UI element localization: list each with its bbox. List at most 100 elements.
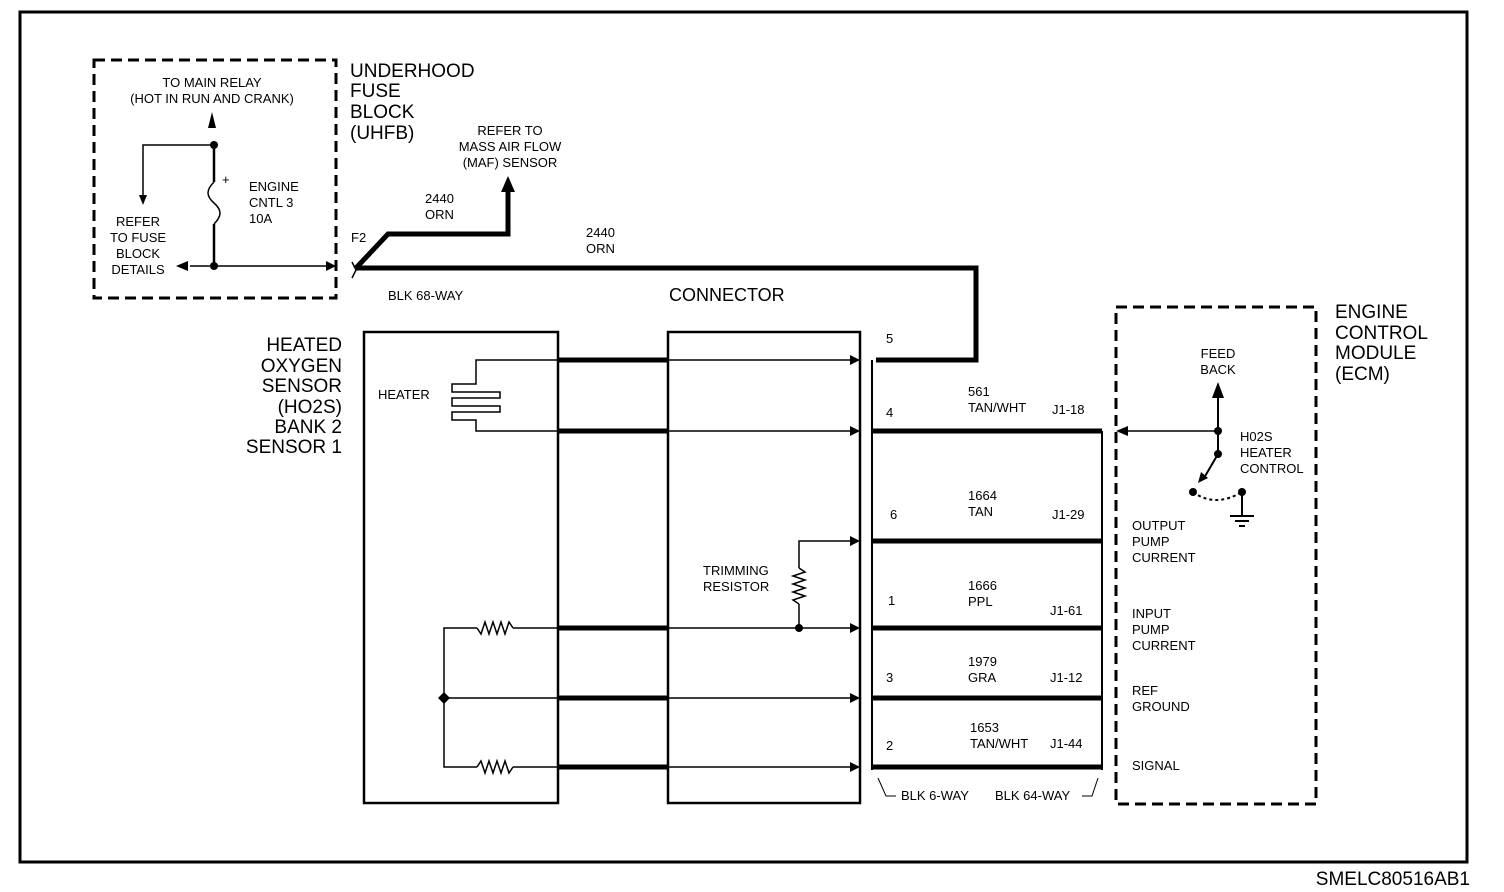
ecm-pin: J1-29 [1052,507,1085,522]
arrow-right-icon [850,536,860,546]
connector-box [666,330,862,805]
uhfb-title-4: (UHFB) [350,123,414,144]
ecm-pin: J1-61 [1050,603,1083,618]
ho2s-section: HEATED OXYGEN SENSOR (HO2S) BANK 2 SENSO… [246,330,862,805]
uhfb-title-1: UNDERHOOD [350,61,475,82]
input-pump-label-3: CURRENT [1132,638,1196,653]
refer-fuse-label-3: BLOCK [116,246,160,261]
maf-refer-3: (MAF) SENSOR [463,155,558,170]
resistor-icon [476,758,514,776]
main-wire: 2440 ORN [356,225,979,363]
maf-refer-1: REFER TO [477,123,542,138]
maf-refer-2: MASS AIR FLOW [459,139,562,154]
pin-number: 1 [888,593,895,608]
main-wire-color: ORN [586,241,615,256]
arrow-up-icon [501,176,515,192]
fuse-label-2: CNTL 3 [249,195,293,210]
uhfb-title-3: BLOCK [350,102,415,123]
wire-circuit: 1664 [968,488,997,503]
maf-wire [354,192,511,270]
feedback-label-2: BACK [1200,362,1236,377]
refer-fuse-label-2: TO FUSE [110,230,166,245]
wire [798,540,852,568]
orn-wire [356,265,979,363]
wire-circuit: 1979 [968,654,997,669]
fuse-label-1: ENGINE [249,179,299,194]
arrow-down-icon [139,195,147,205]
heater-control-label-1: H02S [1240,429,1273,444]
arrow-left-icon [176,261,188,271]
uhfb-section: UNDERHOOD FUSE BLOCK (UHFB) TO MAIN RELA… [92,58,475,303]
wire-color: TAN/WHT [968,400,1026,415]
arrow-right-icon [850,762,860,772]
input-pump-label-2: PUMP [1132,622,1170,637]
to-main-relay-label-2: (HOT IN RUN AND CRANK) [130,91,294,106]
pin-number: 4 [886,405,893,420]
wire-color: TAN [968,504,993,519]
arrow-up-icon [208,112,216,128]
arrow-right-icon [850,623,860,633]
to-main-relay-label-1: TO MAIN RELAY [162,75,262,90]
sensor-title-3: SENSOR [262,376,342,397]
connector-title: CONNECTOR [669,285,785,305]
sensor-to-connector-wires: TRIMMING RESISTOR [558,355,860,772]
ref-ground-label-1: REF [1132,683,1158,698]
arrow-right-icon [850,693,860,703]
arrow-right-icon [850,426,860,436]
sensor-title-4: (HO2S) [278,397,342,418]
fuse-label-3: 10A [249,211,272,226]
ecm-section: ENGINE CONTROL MODULE (ECM) FEED BACK H0… [1114,302,1428,806]
sensor-title-5: BANK 2 [274,417,342,438]
wire-color: TAN/WHT [970,736,1028,751]
uhfb-title-2: FUSE [350,81,401,102]
fuse-icon [207,181,221,225]
pin-number: 6 [890,507,897,522]
signal-label: SIGNAL [1132,758,1180,773]
maf-wire-color: ORN [425,207,454,222]
trimming-resistor-label-1: TRIMMING [703,563,769,578]
bracket [1082,777,1099,797]
sensor-box [362,330,560,805]
sensor-title-6: SENSOR 1 [246,437,342,458]
ecm-title-2: CONTROL [1335,323,1428,344]
arrow-right-icon [326,261,336,271]
trimming-resistor-label-2: RESISTOR [703,579,769,594]
ecm-pin: J1-12 [1050,670,1083,685]
heater-control-label-3: CONTROL [1240,461,1304,476]
ecm-title-4: (ECM) [1335,364,1390,385]
ecm-title-3: MODULE [1335,343,1416,364]
heater-label: HEATER [378,387,430,402]
feedback-label-1: FEED [1201,346,1236,361]
ecm-pin: J1-18 [1052,402,1085,417]
figure-id: SMELC80516AB1 [1316,869,1470,890]
output-pump-label-2: PUMP [1132,534,1170,549]
wire-color: PPL [968,594,993,609]
ecm-pin: J1-44 [1050,736,1083,751]
diagram-frame [18,10,1469,864]
output-pump-label-3: CURRENT [1132,550,1196,565]
bracket [877,777,896,797]
sixty-four-way-connector-label: BLK 64-WAY [995,788,1070,803]
arrow-right-icon [850,355,860,365]
pin-number: 2 [886,738,893,753]
arrow-icon [1198,472,1208,483]
uhfb-dashed-box [92,58,338,300]
resistor-icon [790,567,808,605]
uhfb-connector-label: BLK 68-WAY [388,288,463,303]
output-pump-label-1: OUTPUT [1132,518,1186,533]
fuse-plus-sign: + [222,172,230,187]
ecm-dashed-box [1114,305,1318,806]
heater-control-label-2: HEATER [1240,445,1292,460]
maf-branch: REFER TO MASS AIR FLOW (MAF) SENSOR 2440… [354,123,562,270]
maf-wire-circuit: 2440 [425,191,454,206]
arrow-left-icon [1116,426,1128,436]
refer-fuse-label-4: DETAILS [111,262,165,277]
resistor-icon [476,619,514,637]
refer-wire [142,144,214,195]
heater-element-icon [451,359,558,432]
wire-circuit: 1653 [970,720,999,735]
switch-arm [1203,453,1219,479]
ecm-title-1: ENGINE [1335,302,1408,323]
wire-circuit: 561 [968,384,990,399]
